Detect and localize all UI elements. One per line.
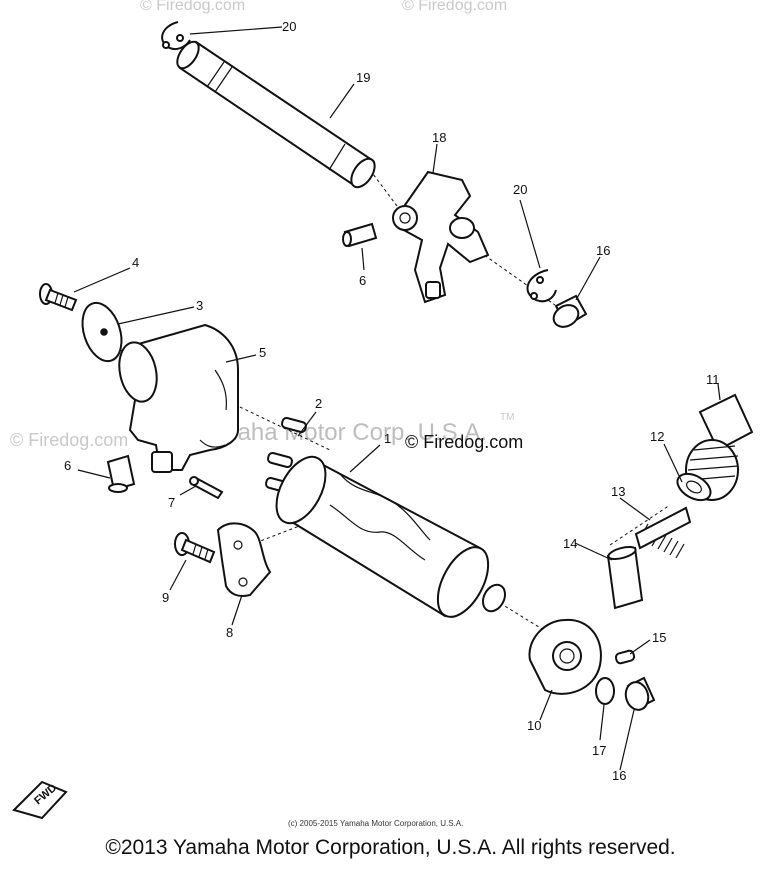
callout-6-upper: 6 <box>359 273 366 288</box>
callout-3: 3 <box>196 298 203 313</box>
watermark-trademark: TM <box>500 412 514 423</box>
callout-5: 5 <box>259 345 266 360</box>
axis-line-drum-cam <box>494 599 561 641</box>
circlip-part-17 <box>595 677 615 705</box>
shift-drum-part-1 <box>275 455 507 618</box>
watermark-firedog-top-right: © Firedog.com <box>402 0 507 14</box>
small-copyright: (c) 2005-2015 Yamaha Motor Corporation, … <box>288 819 463 828</box>
callout-8: 8 <box>226 625 233 640</box>
gasket-part-12 <box>676 472 712 502</box>
screw-part-9 <box>174 532 216 564</box>
watermark-firedog-top-left: © Firedog.com <box>140 0 245 14</box>
callout-17: 17 <box>592 743 606 758</box>
shift-shaft-part-19 <box>176 40 376 189</box>
callout-1: 1 <box>384 431 391 446</box>
callout-6-lower: 6 <box>64 458 71 473</box>
callout-2: 2 <box>315 396 322 411</box>
watermark-manufacturer: Yamaha Motor Corp. U.S.A. <box>190 419 487 446</box>
washer-part-3 <box>81 301 123 363</box>
circlip-part-20-top <box>161 21 191 50</box>
axis-line-shaft-fork <box>369 169 401 211</box>
callout-19: 19 <box>356 70 370 85</box>
guide-pin-part-6-lower <box>106 454 136 493</box>
callout-11: 11 <box>706 372 720 387</box>
leader-lines <box>73 26 721 771</box>
callout-14: 14 <box>563 536 577 551</box>
stopper-plate-part-8 <box>216 522 272 597</box>
cap-part-16-lower <box>624 676 656 711</box>
callout-18: 18 <box>432 130 446 145</box>
axis-line-pin-spring <box>609 504 671 546</box>
callout-20-right: 20 <box>513 182 527 197</box>
screw-part-4 <box>39 283 78 312</box>
callout-10: 10 <box>527 718 541 733</box>
callout-20-top: 20 <box>282 19 296 34</box>
shift-cam-part-10 <box>528 618 602 695</box>
watermark-firedog-center: © Firedog.com <box>405 432 523 452</box>
pin-part-15 <box>614 649 636 665</box>
spring-part-13 <box>634 506 692 559</box>
callout-13: 13 <box>611 484 625 499</box>
shift-fork-part-18 <box>392 170 490 304</box>
cap-part-16-upper <box>552 294 588 328</box>
copyright-footer: ©2013 Yamaha Motor Corporation, U.S.A. A… <box>105 836 676 859</box>
pin-part-14 <box>606 545 644 610</box>
callout-12: 12 <box>650 429 664 444</box>
circlip-part-20-right <box>526 269 557 303</box>
cotter-pin-part-7 <box>189 476 224 500</box>
watermark-firedog-left: © Firedog.com <box>10 430 128 450</box>
callout-16-lower: 16 <box>612 768 626 783</box>
callout-9: 9 <box>162 590 169 605</box>
guide-pin-part-6-upper <box>342 222 378 248</box>
callout-7: 7 <box>168 495 175 510</box>
shift-fork-part-5 <box>118 323 239 473</box>
callout-16-upper: 16 <box>596 243 610 258</box>
callout-4: 4 <box>132 255 139 270</box>
forward-direction-icon: FWD <box>12 780 68 820</box>
callout-15: 15 <box>652 630 666 645</box>
